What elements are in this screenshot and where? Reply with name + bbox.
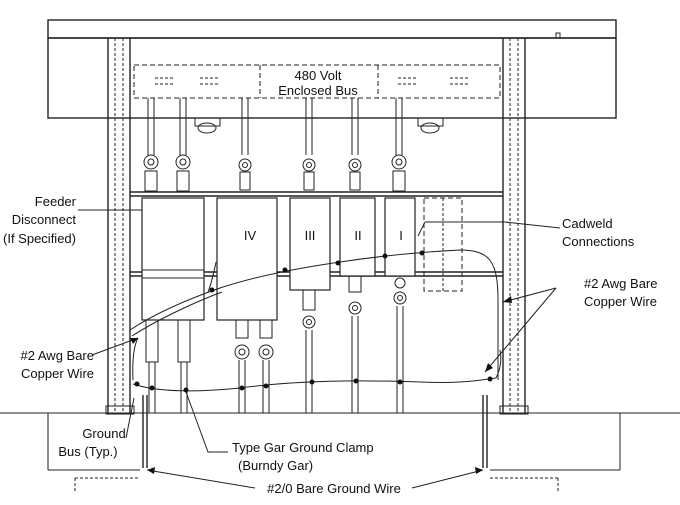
ground-rods xyxy=(142,395,488,468)
leader-lines xyxy=(78,209,561,489)
future-breaker-dashed xyxy=(423,197,463,292)
clamp-label-2: (Burndy Gar) xyxy=(238,458,313,473)
upper-insulators xyxy=(143,154,407,192)
breaker-ii: II xyxy=(339,197,376,277)
bus-conductors xyxy=(147,98,403,155)
copper-right-label-2: Copper Wire xyxy=(584,294,657,309)
enclosed-bus-label-2: Enclosed Bus xyxy=(278,83,358,98)
ground-bus-label-1: Ground xyxy=(82,426,125,441)
ground-bus-loop xyxy=(132,337,502,393)
ground-bus-label-2: Bus (Typ.) xyxy=(58,444,117,459)
feeder-label-1: Feeder xyxy=(35,194,77,209)
breaker-iv: IV xyxy=(216,197,278,321)
clamp-label-1: Type Gar Ground Clamp xyxy=(232,440,374,455)
feeder-label-2: Disconnect xyxy=(12,212,77,227)
ground-wire-label: #2/0 Bare Ground Wire xyxy=(267,481,401,496)
light-fixture-left xyxy=(194,118,221,134)
copper-left-label-2: Copper Wire xyxy=(21,366,94,381)
breaker-iv-label: IV xyxy=(244,228,257,243)
breaker-ii-label: II xyxy=(354,228,361,243)
cadweld-label-2: Connections xyxy=(562,234,635,249)
cadweld-label-1: Cadweld xyxy=(562,216,613,231)
enclosed-bus: 480 Volt Enclosed Bus xyxy=(133,64,501,99)
support-posts xyxy=(105,38,529,415)
enclosed-bus-label-1: 480 Volt xyxy=(295,68,342,83)
breaker-iii: III xyxy=(289,197,331,291)
copper-left-label-1: #2 Awg Bare xyxy=(21,348,94,363)
feeder-disconnect-box xyxy=(141,197,205,321)
copper-right-label-1: #2 Awg Bare xyxy=(584,276,657,291)
breaker-i: I xyxy=(384,197,416,277)
feeder-label-3: (If Specified) xyxy=(3,231,76,246)
breaker-i-label: I xyxy=(399,228,403,243)
light-fixture-right xyxy=(417,118,444,134)
switchgear-top-frame xyxy=(47,19,617,119)
cadweld-ground-wire xyxy=(129,249,499,380)
breaker-iii-label: III xyxy=(305,228,316,243)
lower-conductors xyxy=(145,275,407,413)
